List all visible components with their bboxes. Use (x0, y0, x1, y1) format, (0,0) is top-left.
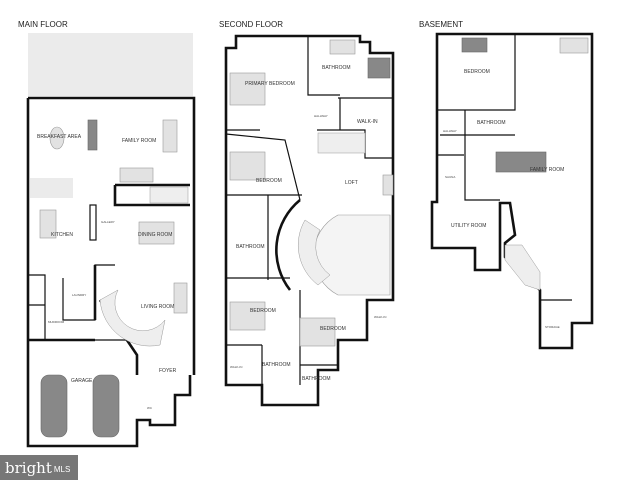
room-label: DINING ROOM (138, 232, 172, 238)
basement-outer-walls (430, 32, 594, 350)
sectional-sofa (559, 37, 589, 54)
bed (299, 317, 336, 347)
counter (30, 178, 73, 198)
second-floor: SECOND FLOOR PRIMARY BEDROOM BATHROOM HA… (219, 20, 395, 407)
room-label: KITCHEN (51, 232, 73, 238)
room-label: UTILITY ROOM (451, 223, 486, 229)
room-label: BEDROOM (464, 69, 490, 75)
shower (367, 57, 391, 79)
stairs (149, 186, 189, 204)
bright-mls-logo: bright MLS (0, 455, 78, 480)
room-label: HALLWAY (314, 114, 328, 118)
room-label: LAUNDRY (72, 293, 86, 297)
kitchen-island (39, 209, 57, 239)
room-label: BATHROOM (262, 362, 291, 368)
room-label: BATHROOM (322, 65, 351, 71)
breakfast-table (49, 126, 65, 150)
logo-suffix: MLS (53, 465, 71, 474)
patio (28, 33, 193, 96)
dining-table (138, 221, 175, 245)
bathtub (329, 39, 356, 55)
bed (229, 301, 266, 331)
room-label: BEDROOM (320, 326, 346, 332)
main-inner-walls (28, 264, 137, 341)
car-icon (40, 374, 68, 438)
room-label: GALLERY (101, 220, 115, 224)
gallery-wall (89, 204, 97, 241)
sofa (173, 282, 188, 314)
open-to-below (313, 214, 391, 296)
bed (229, 72, 266, 106)
room-label: BEDROOM (256, 178, 282, 184)
main-outer-walls (26, 96, 196, 448)
main-floor: MAIN FLOOR BREAKFAST AREA FAMILY ROOM KI… (18, 20, 196, 448)
room-label: WALK-IN (357, 119, 378, 125)
room-label: FAMILY ROOM (122, 138, 156, 144)
curved-staircase (297, 219, 331, 286)
pool-table (495, 151, 547, 173)
room-label: MUDROOM (48, 320, 65, 324)
logo-brand: bright (5, 458, 52, 477)
car-icon (92, 374, 120, 438)
room-label: HALLWAY (443, 129, 457, 133)
bed (461, 37, 488, 53)
room-label: LOFT (345, 180, 358, 186)
main-floor-title: MAIN FLOOR (18, 20, 68, 29)
room-label: STORAGE (545, 325, 560, 329)
fireplace (87, 119, 98, 151)
basement-inner-walls (437, 34, 572, 301)
room-label: GARAGE (71, 378, 93, 384)
room-label: BREAKFAST AREA (37, 134, 82, 140)
sofa (162, 119, 178, 153)
stairs (504, 244, 541, 291)
second-outer-walls (224, 34, 395, 407)
sofa (119, 167, 154, 183)
room-label: BATHROOM (302, 376, 331, 382)
curved-staircase (99, 289, 166, 347)
room-label: BATHROOM (477, 120, 506, 126)
desk (382, 174, 394, 196)
second-floor-title: SECOND FLOOR (219, 20, 283, 29)
room-label: WALK-IN (230, 365, 242, 369)
basement: BASEMENT BEDROOM BATHROOM HALLWAY SAUNA … (419, 20, 594, 350)
curved-wall (275, 198, 301, 291)
room-label: SAUNA (445, 175, 455, 179)
main-stair-walls (113, 183, 190, 207)
room-label: FAMILY ROOM (530, 167, 564, 173)
room-label: BEDROOM (250, 308, 276, 314)
room-label: FOYER (159, 368, 177, 374)
basement-title: BASEMENT (419, 20, 463, 29)
room-label: LIVING ROOM (141, 304, 174, 310)
room-label: WC (147, 406, 153, 410)
stairs (317, 132, 366, 154)
bed (229, 151, 266, 181)
room-label: BATHROOM (236, 244, 265, 250)
room-label: PRIMARY BEDROOM (245, 81, 295, 87)
room-label: WALK-IN (374, 315, 386, 319)
